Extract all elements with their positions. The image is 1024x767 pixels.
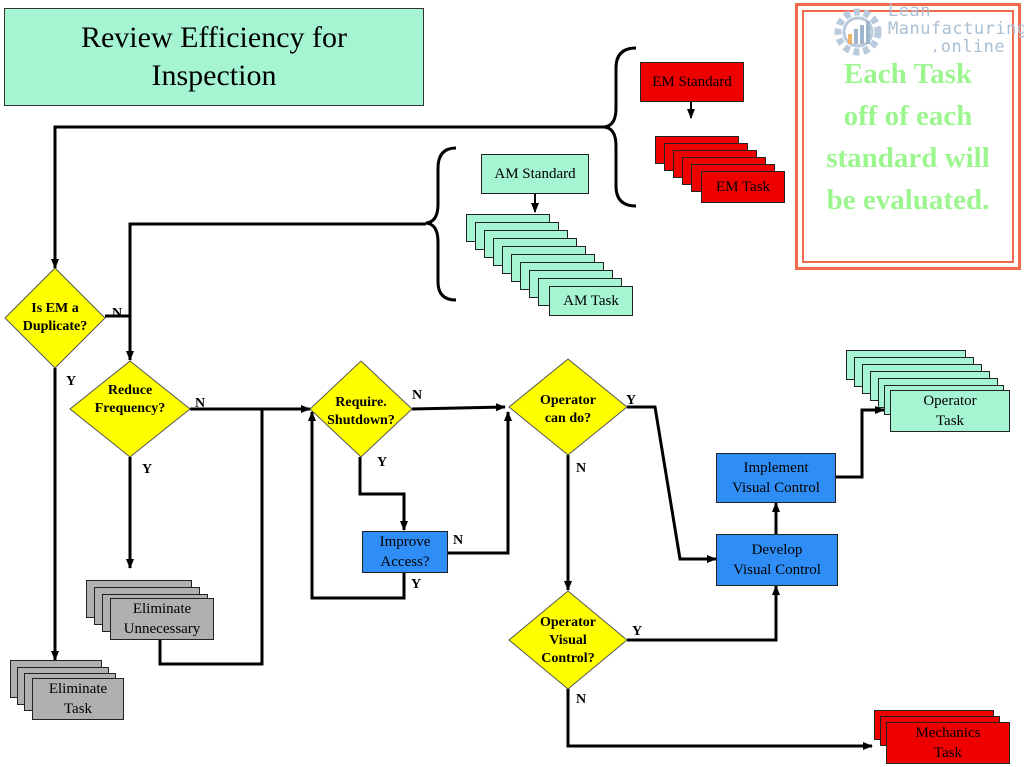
decision-operator-can-do-line-1: Operator	[540, 393, 596, 408]
am-standard-box: AM Standard	[481, 154, 589, 194]
label-duplicate-yes: Y	[66, 374, 77, 389]
mechanics-task-line-2: Task	[933, 745, 963, 761]
connector-duplicate-no	[105, 314, 134, 361]
label-improve-no: N	[453, 533, 464, 548]
decision-operator-can-do	[508, 358, 628, 456]
improve-access-line-1: Improve	[379, 534, 431, 550]
label-visual-yes: Y	[632, 624, 643, 639]
label-reduce-yes: Y	[142, 462, 153, 477]
connector-visual-no	[566, 688, 873, 750]
eliminate-task-box: Eliminate Task	[32, 678, 124, 720]
decision-require-shutdown-line-1: Require.	[335, 395, 387, 410]
decision-em-duplicate-line-1: Is EM a	[31, 301, 79, 316]
logo-line-1: Lean	[888, 1, 931, 21]
em-standard-bracket	[603, 46, 637, 208]
connector-operator-yes	[627, 405, 717, 563]
connector-am-to-reduce	[128, 222, 426, 316]
connector-em-to-duplicate	[51, 125, 604, 269]
decision-operator-visual-line-1: Operator	[540, 615, 596, 630]
implement-visual-line-2: Visual Control	[732, 480, 820, 496]
logo-line-3: .online	[930, 37, 1006, 57]
decision-reduce-frequency	[69, 360, 191, 458]
eliminate-unnecessary-line-2: Unnecessary	[123, 621, 201, 637]
label-duplicate-no: N	[112, 306, 123, 321]
decision-reduce-frequency-label: Reduce Frequency?	[80, 382, 180, 418]
eliminate-unnecessary-line-1: Eliminate	[132, 601, 192, 617]
develop-visual-line-1: Develop	[751, 542, 803, 558]
mechanics-task-line-1: Mechanics	[915, 725, 981, 741]
decision-require-shutdown-line-2: Shutdown?	[327, 413, 395, 428]
label-shutdown-no: N	[412, 388, 423, 403]
label-operator-yes: Y	[626, 393, 637, 408]
decision-operator-can-do-label: Operator can do?	[520, 392, 616, 428]
operator-task-line-2: Task	[935, 413, 965, 429]
note-line-2: off of each	[843, 99, 973, 132]
decision-operator-visual-line-3: Control?	[541, 651, 595, 666]
connector-implement-to-operator-task	[836, 406, 885, 479]
eliminate-unnecessary-box: Eliminate Unnecessary	[110, 598, 214, 640]
improve-access-box: Improve Access?	[362, 531, 448, 573]
implement-visual-control-box: Implement Visual Control	[716, 453, 836, 503]
decision-em-duplicate-line-2: Duplicate?	[22, 319, 88, 334]
note-line-1: Each Task	[843, 57, 973, 90]
decision-operator-visual	[508, 590, 628, 690]
eliminate-task-line-2: Task	[63, 701, 93, 717]
note-line-3: standard will	[826, 141, 990, 174]
operator-task-box: Operator Task	[890, 390, 1010, 432]
operator-task-line-1: Operator	[923, 393, 977, 409]
improve-access-line-2: Access?	[380, 554, 430, 570]
connector-improve-yes	[308, 411, 406, 600]
am-task-label: AM Task	[563, 293, 619, 309]
connector-eliminate-return	[158, 409, 264, 666]
decision-em-duplicate-label: Is EM a Duplicate?	[10, 300, 100, 336]
decision-operator-visual-line-2: Visual	[549, 633, 587, 648]
label-reduce-no: N	[195, 396, 206, 411]
decision-em-duplicate	[4, 267, 106, 369]
title-line-2: Inspection	[151, 59, 277, 92]
logo: Lean Manufacturing .online	[826, 0, 1024, 62]
decision-require-shutdown-label: Require. Shutdown?	[316, 394, 406, 430]
label-shutdown-yes: Y	[377, 455, 388, 470]
logo-line-2: Manufacturing	[888, 19, 1024, 39]
decision-operator-visual-label: Operator Visual Control?	[520, 614, 616, 668]
decision-require-shutdown	[309, 360, 413, 458]
connector-visual-yes	[627, 585, 780, 642]
label-visual-no: N	[576, 692, 587, 707]
title-line-1: Review Efficiency for	[80, 21, 347, 54]
em-task-box: EM Task	[701, 171, 785, 203]
label-operator-no: N	[576, 461, 587, 476]
note-text: Each Task off of each standard will be e…	[802, 10, 1014, 263]
am-task-box: AM Task	[549, 286, 633, 316]
label-improve-yes: Y	[411, 577, 422, 592]
am-standard-label: AM Standard	[494, 166, 576, 182]
em-task-label: EM Task	[715, 179, 771, 195]
am-standard-bracket	[425, 146, 457, 302]
connector-shutdown-yes	[358, 457, 408, 531]
note-box: Each Task off of each standard will be e…	[795, 3, 1021, 270]
decision-reduce-frequency-line-2: Frequency?	[94, 401, 166, 416]
em-standard-box: EM Standard	[640, 62, 744, 102]
develop-visual-line-2: Visual Control	[733, 562, 821, 578]
em-standard-label: EM Standard	[652, 74, 732, 90]
eliminate-task-line-1: Eliminate	[48, 681, 108, 697]
decision-reduce-frequency-line-1: Reduce	[107, 383, 153, 398]
decision-operator-can-do-line-2: can do?	[544, 411, 592, 426]
implement-visual-line-1: Implement	[743, 460, 809, 476]
note-line-4: be evaluated.	[826, 183, 990, 216]
develop-visual-control-box: Develop Visual Control	[716, 534, 838, 586]
page-title: Review Efficiency for Inspection	[4, 8, 424, 106]
mechanics-task-box: Mechanics Task	[886, 722, 1010, 764]
gear-chart-icon	[834, 8, 882, 56]
connector-improve-no	[448, 411, 512, 555]
connector-shutdown-no	[411, 403, 506, 412]
